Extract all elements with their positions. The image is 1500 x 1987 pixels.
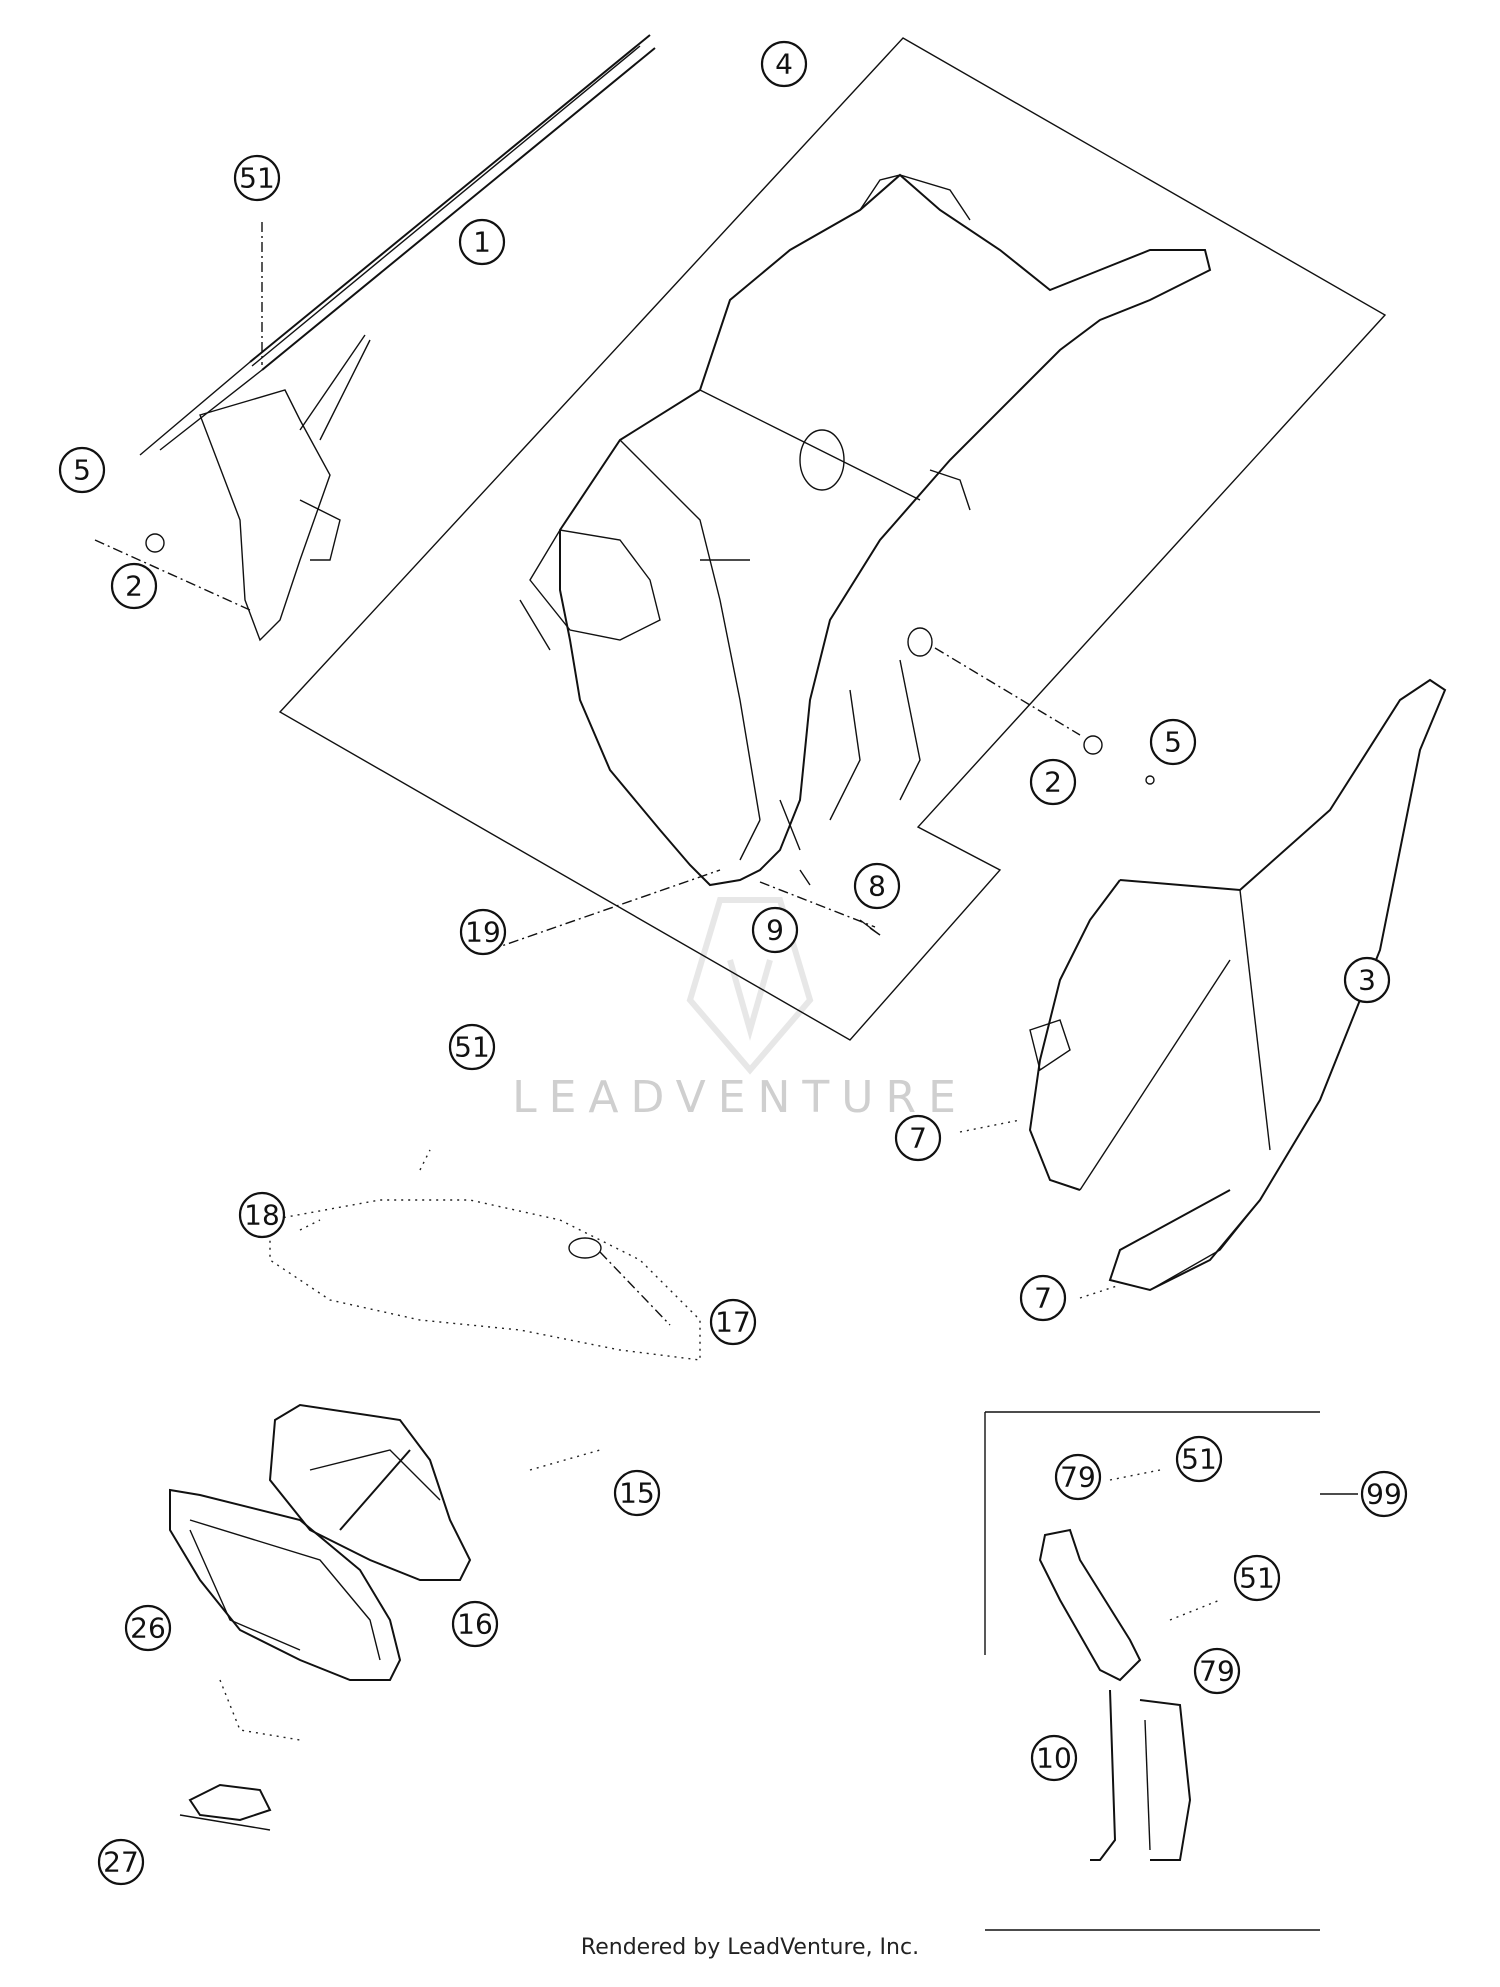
callout-label: 79 <box>1060 1461 1096 1494</box>
callout-7-lower[interactable]: 7 <box>1019 1274 1067 1322</box>
watermark-logo <box>686 897 814 1075</box>
callout-label: 19 <box>465 916 501 949</box>
callout-1[interactable]: 1 <box>458 218 506 266</box>
callout-label: 9 <box>766 914 784 947</box>
callout-label: 16 <box>457 1608 493 1641</box>
callout-4[interactable]: 4 <box>760 40 808 88</box>
callout-label: 99 <box>1366 1478 1402 1511</box>
callout-label: 26 <box>130 1612 166 1645</box>
callout-label: 51 <box>454 1031 490 1064</box>
callout-10[interactable]: 10 <box>1030 1734 1078 1782</box>
callout-label: 5 <box>1164 726 1182 759</box>
callout-99[interactable]: 99 <box>1360 1470 1408 1518</box>
part-1-strip <box>139 34 656 456</box>
callout-label: 51 <box>1239 1562 1275 1595</box>
callout-2-left[interactable]: 2 <box>110 562 158 610</box>
part-3-side-panel <box>959 678 1447 1299</box>
callout-label: 8 <box>868 870 886 903</box>
callout-79-lower[interactable]: 79 <box>1193 1647 1241 1695</box>
callout-51-box-upper[interactable]: 51 <box>1175 1435 1223 1483</box>
callout-label: 2 <box>1044 766 1062 799</box>
part-bracket-left <box>94 222 371 642</box>
callout-27[interactable]: 27 <box>97 1838 145 1886</box>
group-box-4 <box>278 37 1387 1041</box>
callout-26[interactable]: 26 <box>124 1604 172 1652</box>
callout-3[interactable]: 3 <box>1343 956 1391 1004</box>
callout-79-upper[interactable]: 79 <box>1054 1453 1102 1501</box>
part-16-filter-frame <box>268 1403 601 1581</box>
callout-8[interactable]: 8 <box>853 862 901 910</box>
callout-label: 7 <box>909 1122 927 1155</box>
callout-label: 5 <box>73 454 91 487</box>
callout-5-right[interactable]: 5 <box>1149 718 1197 766</box>
part-4-airbox <box>489 173 1212 951</box>
callout-16[interactable]: 16 <box>451 1600 499 1648</box>
footer-credit: Rendered by LeadVenture, Inc. <box>580 1935 920 1960</box>
callout-label: 79 <box>1199 1655 1235 1688</box>
part-27-clamp <box>179 1783 272 1831</box>
callout-17[interactable]: 17 <box>709 1298 757 1346</box>
part-17-filter-cage <box>269 1149 701 1361</box>
callout-label: 7 <box>1034 1282 1052 1315</box>
callout-15[interactable]: 15 <box>613 1469 661 1517</box>
callout-label: 2 <box>125 570 143 603</box>
callout-label: 1 <box>473 226 491 259</box>
callout-label: 51 <box>1181 1443 1217 1476</box>
callout-5-left[interactable]: 5 <box>58 446 106 494</box>
callout-19[interactable]: 19 <box>459 908 507 956</box>
callout-18[interactable]: 18 <box>238 1191 286 1239</box>
callout-2-right[interactable]: 2 <box>1029 758 1077 806</box>
callout-51-mid[interactable]: 51 <box>448 1023 496 1071</box>
callout-label: 3 <box>1358 964 1376 997</box>
callout-label: 17 <box>715 1306 751 1339</box>
callout-label: 10 <box>1036 1742 1072 1775</box>
callout-51-box-lower[interactable]: 51 <box>1233 1554 1281 1602</box>
callout-7-upper[interactable]: 7 <box>894 1114 942 1162</box>
callout-label: 18 <box>244 1199 280 1232</box>
callout-9[interactable]: 9 <box>751 906 799 954</box>
part-10-bracket <box>1038 1469 1221 1861</box>
part-26-air-filter <box>169 1488 402 1741</box>
watermark-text: LEADVENTURE <box>512 1072 968 1123</box>
callout-label: 27 <box>103 1846 139 1879</box>
callout-label: 15 <box>619 1477 655 1510</box>
callout-label: 4 <box>775 48 793 81</box>
callout-label: 51 <box>239 162 275 195</box>
group-box-99 <box>984 1411 1358 1931</box>
callout-51-top[interactable]: 51 <box>233 154 281 202</box>
